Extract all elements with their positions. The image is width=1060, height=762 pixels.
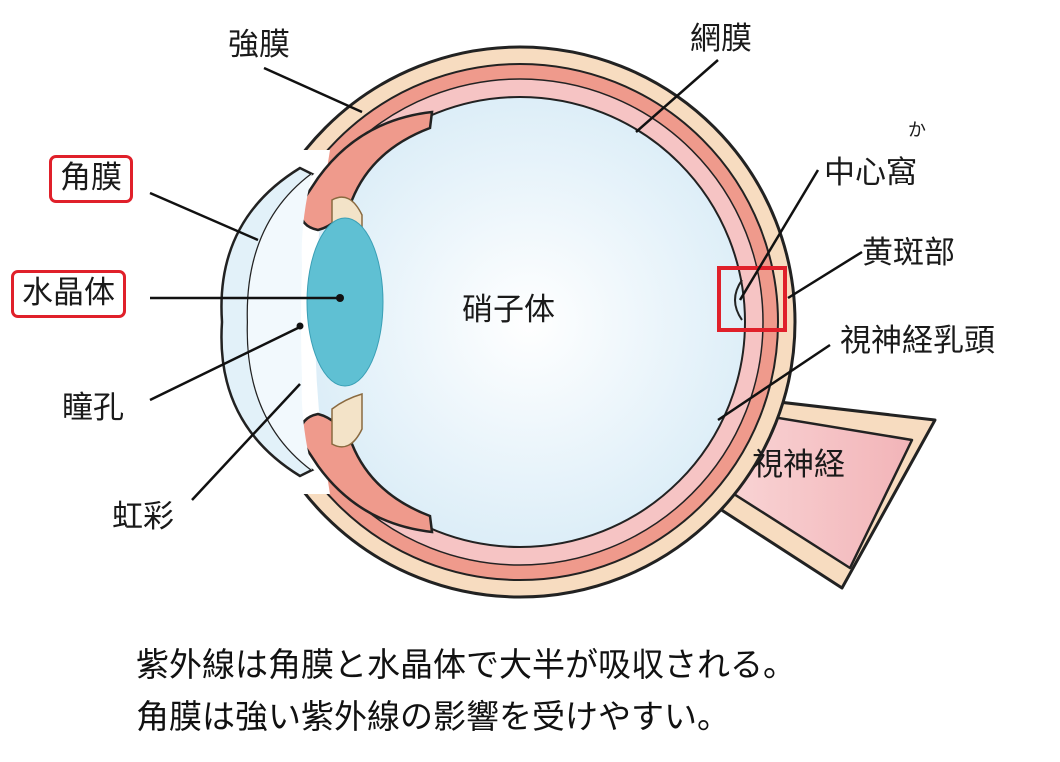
leader-lines xyxy=(149,59,863,501)
lens-shape xyxy=(306,217,384,387)
label-fovea-ruby: か xyxy=(908,120,926,141)
label-fovea: 中心窩 xyxy=(824,155,917,191)
label-cornea: 角膜 xyxy=(49,155,133,203)
caption-line-2: 角膜は強い紫外線の影響を受けやすい。 xyxy=(136,697,730,736)
label-optic-nerve: 視神経 xyxy=(752,447,845,483)
leader-dots xyxy=(296,294,344,330)
label-vitreous: 硝子体 xyxy=(462,292,555,328)
label-macula: 黄斑部 xyxy=(862,235,955,271)
anterior-chamber xyxy=(247,174,312,470)
fovea-notch xyxy=(734,279,743,321)
label-lens: 水晶体 xyxy=(11,270,126,318)
macula-highlight-box xyxy=(717,266,787,332)
label-pupil: 瞳孔 xyxy=(62,390,124,426)
label-retina: 網膜 xyxy=(690,21,752,57)
caption-line-1: 紫外線は角膜と水晶体で大半が吸収される。 xyxy=(136,645,796,684)
label-optic-disc: 視神経乳頭 xyxy=(840,323,995,359)
label-iris: 虹彩 xyxy=(112,499,174,535)
label-sclera: 強膜 xyxy=(228,27,290,63)
